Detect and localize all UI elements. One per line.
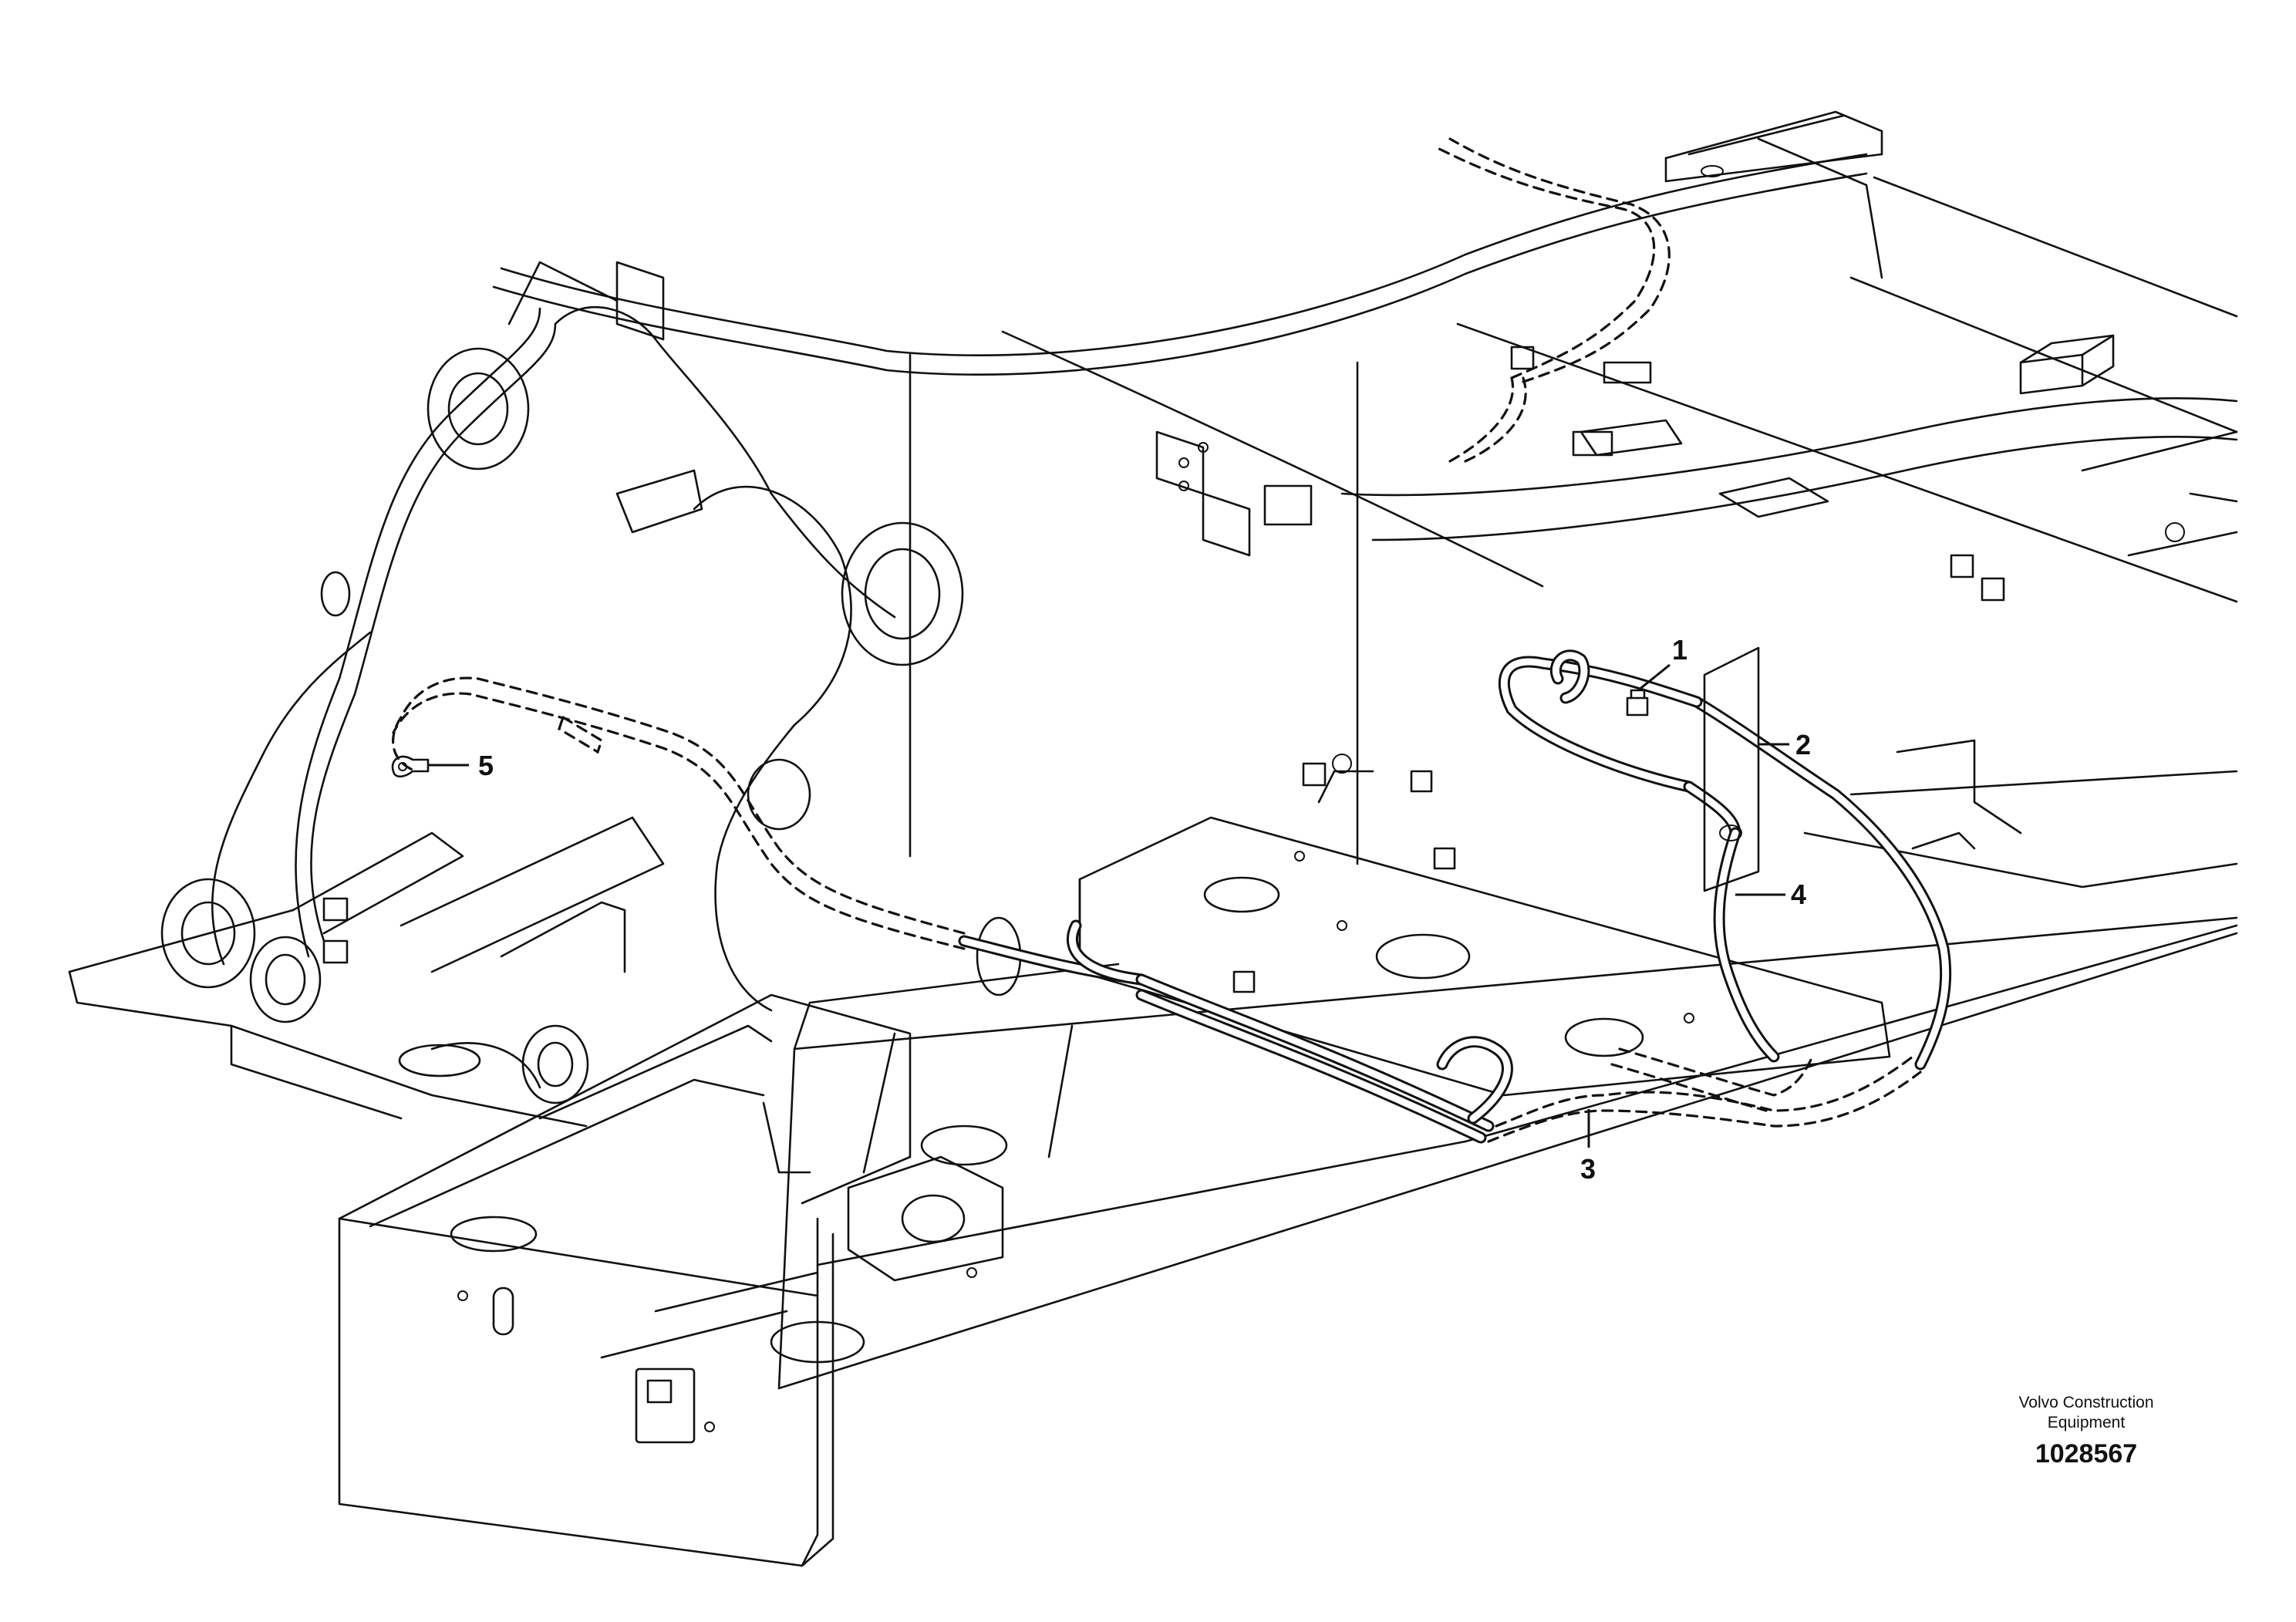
drawing-number: 1028567 — [2035, 1439, 2138, 1469]
right-frame-structure — [1340, 334, 2238, 889]
callout-5: 5 — [478, 750, 494, 781]
callout-2: 2 — [1795, 729, 1811, 760]
callout-3: 3 — [1580, 1153, 1596, 1185]
center-plate — [976, 816, 1891, 1097]
callout-4: 4 — [1791, 878, 1806, 910]
hose-solid-route — [958, 649, 1952, 1144]
boom-swing-bracket — [68, 261, 964, 1128]
credit-line-1: Volvo Construction — [2018, 1394, 2154, 1411]
clamp-part-1 — [1626, 689, 1649, 717]
callout-leaders — [428, 663, 1789, 1148]
credit-line-2: Equipment — [2047, 1414, 2126, 1431]
leader-1 — [1637, 663, 1671, 692]
callout-1: 1 — [1672, 634, 1687, 666]
front-box-frame — [338, 993, 1008, 1567]
main-platform — [777, 916, 2238, 1390]
hose-3-hidden-route — [392, 137, 1922, 1143]
upper-frame-rail — [492, 110, 2238, 865]
plate-part-2 — [1703, 646, 1760, 892]
manufacturer-credit: Volvo Construction Equipment 1028567 — [1974, 1393, 2198, 1469]
brackets-and-fasteners — [615, 261, 2185, 993]
